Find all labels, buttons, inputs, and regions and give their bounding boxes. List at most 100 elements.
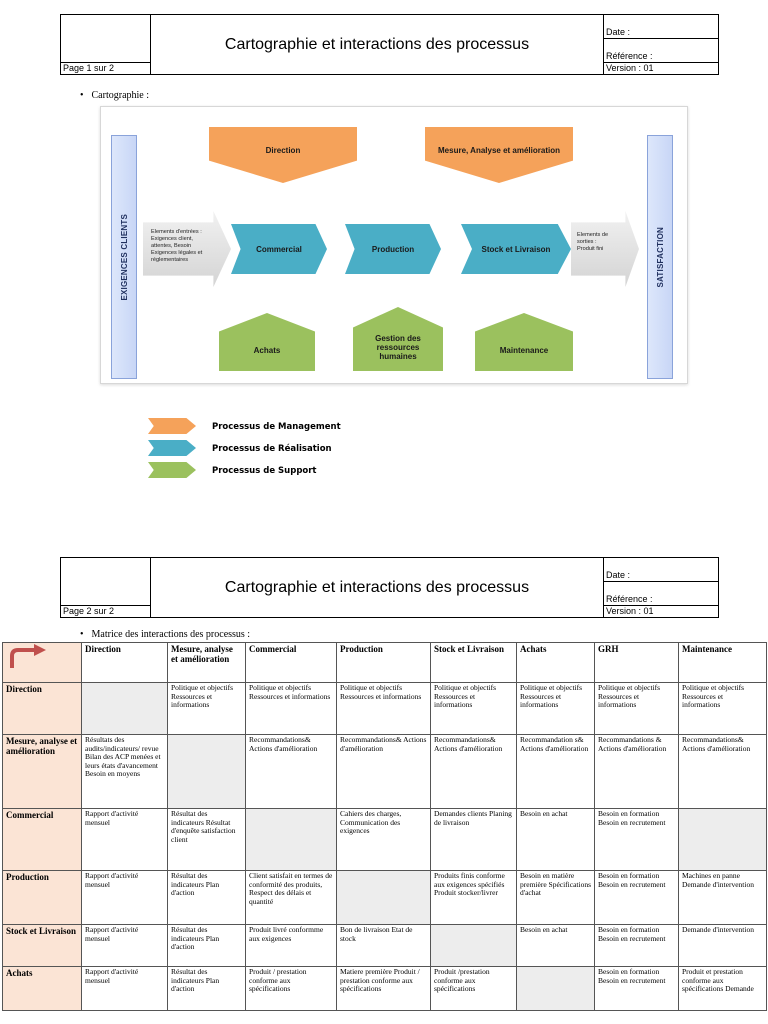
doc-meta: Date : Référence : Version : 01 [604, 15, 718, 74]
reference-label: Référence : [606, 51, 653, 61]
matrix-cell: Besoin en formation Besoin en recrutemen… [594, 870, 679, 925]
table-row: Production Rapport d'activité mensuel Ré… [2, 870, 767, 925]
interaction-matrix: Direction Mesure, analyse et amélioratio… [2, 642, 767, 1011]
matrix-cell: Recommandations& Actions d'amélioration [336, 734, 431, 809]
date-label: Date : [606, 27, 631, 37]
column-header: Mesure, analyse et amélioration [167, 642, 246, 683]
matrix-cell: Recommandations& Actions d'amélioration [430, 734, 517, 809]
matrix-cell: Résultat des indicateurs Résultat d'enqu… [167, 808, 246, 871]
page-number: Page 2 sur 2 [61, 605, 150, 617]
matrix-cell: Besoin en formation Besoin en recrutemen… [594, 966, 679, 1011]
matrix-cell: Rapport d'activité mensuel [81, 966, 168, 1011]
matrix-cell: Recommandation s& Actions d'amélioration [516, 734, 595, 809]
matrix-cell: Machines en panne Demande d'intervention [678, 870, 767, 925]
process-production: Production [345, 224, 441, 274]
column-header: Maintenance [678, 642, 767, 683]
matrix-cell: Bon de livraison Etat de stock [336, 924, 431, 967]
logo-area: Page 1 sur 2 [61, 15, 151, 74]
matrix-cell: Politique et objectifs Ressources et inf… [167, 682, 246, 735]
table-row: Direction Politique et objectifs Ressour… [2, 682, 767, 735]
matrix-corner [2, 642, 82, 683]
reference-label: Référence : [606, 594, 653, 604]
process-achats: Achats [219, 313, 315, 371]
table-row: Achats Rapport d'activité mensuel Résult… [2, 966, 767, 1011]
matrix-cell: Besoin en achat [516, 808, 595, 871]
matrix-cell: Besoin en formation Besoin en recrutemen… [594, 924, 679, 967]
matrix-cell: Produits finis conforme aux exigences sp… [430, 870, 517, 925]
row-header: Commercial [2, 808, 82, 871]
process-grh: Gestion des ressources humaines [353, 307, 443, 371]
matrix-cell [516, 966, 595, 1011]
matrix-cell: Besoin en achat [516, 924, 595, 967]
matrix-cell: Demande d'intervention [678, 924, 767, 967]
matrix-cell: Besoin en formation Besoin en recrutemen… [594, 808, 679, 871]
right-bar: SATISFACTION [647, 135, 673, 379]
matrix-cell: Recommandations& Actions d'amélioration [245, 734, 337, 809]
row-header: Achats [2, 966, 82, 1011]
legend-realisation: Processus de Réalisation [212, 444, 332, 454]
matrix-cell: Résultat des indicateurs Plan d'action [167, 966, 246, 1011]
column-header: GRH [594, 642, 679, 683]
matrix-cell: Politique et objectifs Ressources et inf… [336, 682, 431, 735]
matrix-cell: Produit et prestation conforme aux spéci… [678, 966, 767, 1011]
section-cartographie: Cartographie : [80, 90, 149, 101]
date-label: Date : [606, 570, 631, 580]
column-header: Achats [516, 642, 595, 683]
table-row: Commercial Rapport d'activité mensuel Ré… [2, 808, 767, 871]
input-text: Elements d'entrées : Exigences client, a… [151, 229, 203, 263]
matrix-cell: Rapport d'activité mensuel [81, 808, 168, 871]
row-header: Mesure, analyse et amélioration [2, 734, 82, 809]
output-text: Elements de sorties : Produit fini [577, 232, 609, 252]
row-header: Production [2, 870, 82, 925]
left-bar: EXIGENCES CLIENTS [111, 135, 137, 379]
table-row: Stock et Livraison Rapport d'activité me… [2, 924, 767, 967]
page-title: Cartographie et interactions des process… [151, 558, 604, 617]
process-stock-livraison: Stock et Livraison [461, 224, 571, 274]
column-header: Direction [81, 642, 168, 683]
matrix-cell: Cahiers des charges, Communication des e… [336, 808, 431, 871]
matrix-cell: Résultat des indicateurs Plan d'action [167, 870, 246, 925]
matrix-cell: Produit /prestation conforme aux spécifi… [430, 966, 517, 1011]
matrix-cell: Demandes clients Planing de livraison [430, 808, 517, 871]
matrix-cell: Recommandations & Actions d'amélioration [594, 734, 679, 809]
legend-realisation-swatch [148, 440, 196, 456]
table-row: Mesure, analyse et amélioration Résultat… [2, 734, 767, 809]
page-header-2: Page 2 sur 2 Cartographie et interaction… [60, 557, 719, 618]
process-mesure: Mesure, Analyse et amélioration [425, 127, 573, 183]
matrix-cell [81, 682, 168, 735]
column-header: Production [336, 642, 431, 683]
matrix-cell: Politique et objectifs Ressources et inf… [430, 682, 517, 735]
output-arrow [571, 211, 639, 287]
process-commercial: Commercial [231, 224, 327, 274]
matrix-cell: Recommandations& Actions d'amélioration [678, 734, 767, 809]
matrix-cell: Besoin en matière première Spécification… [516, 870, 595, 925]
process-map: EXIGENCES CLIENTS SATISFACTION Direction… [100, 106, 688, 384]
legend-management-swatch [148, 418, 196, 434]
section-matrice: Matrice des interactions des processus : [80, 629, 251, 640]
matrix-cell: Produit / prestation conforme aux spécif… [245, 966, 337, 1011]
matrix-cell: Rapport d'activité mensuel [81, 870, 168, 925]
matrix-cell [430, 924, 517, 967]
row-header: Direction [2, 682, 82, 735]
doc-meta: Date : Référence : Version : 01 [604, 558, 718, 617]
matrix-cell [336, 870, 431, 925]
legend-support-swatch [148, 462, 196, 478]
logo-area: Page 2 sur 2 [61, 558, 151, 617]
matrix-cell: Client satisfait en termes de conformité… [245, 870, 337, 925]
matrix-cell: Politique et objectifs Ressources et inf… [678, 682, 767, 735]
matrix-cell: Rapport d'activité mensuel [81, 924, 168, 967]
page-title: Cartographie et interactions des process… [151, 15, 604, 74]
legend-management: Processus de Management [212, 422, 341, 432]
legend-support: Processus de Support [212, 466, 317, 476]
matrix-cell: Résultats des audits/indicateurs/ revue … [81, 734, 168, 809]
matrix-cell [167, 734, 246, 809]
matrix-cell [678, 808, 767, 871]
version-label: Version : 01 [606, 606, 654, 616]
input-arrow [143, 211, 231, 287]
column-header: Stock et Livraison [430, 642, 517, 683]
matrix-cell: Politique et objectifs Ressources et inf… [516, 682, 595, 735]
matrix-cell: Résultat des indicateurs Plan d'action [167, 924, 246, 967]
matrix-cell: Politique et objectifs Ressources et inf… [594, 682, 679, 735]
matrix-cell: Matiere première Produit / prestation co… [336, 966, 431, 1011]
corner-arrow-icon [10, 644, 46, 668]
